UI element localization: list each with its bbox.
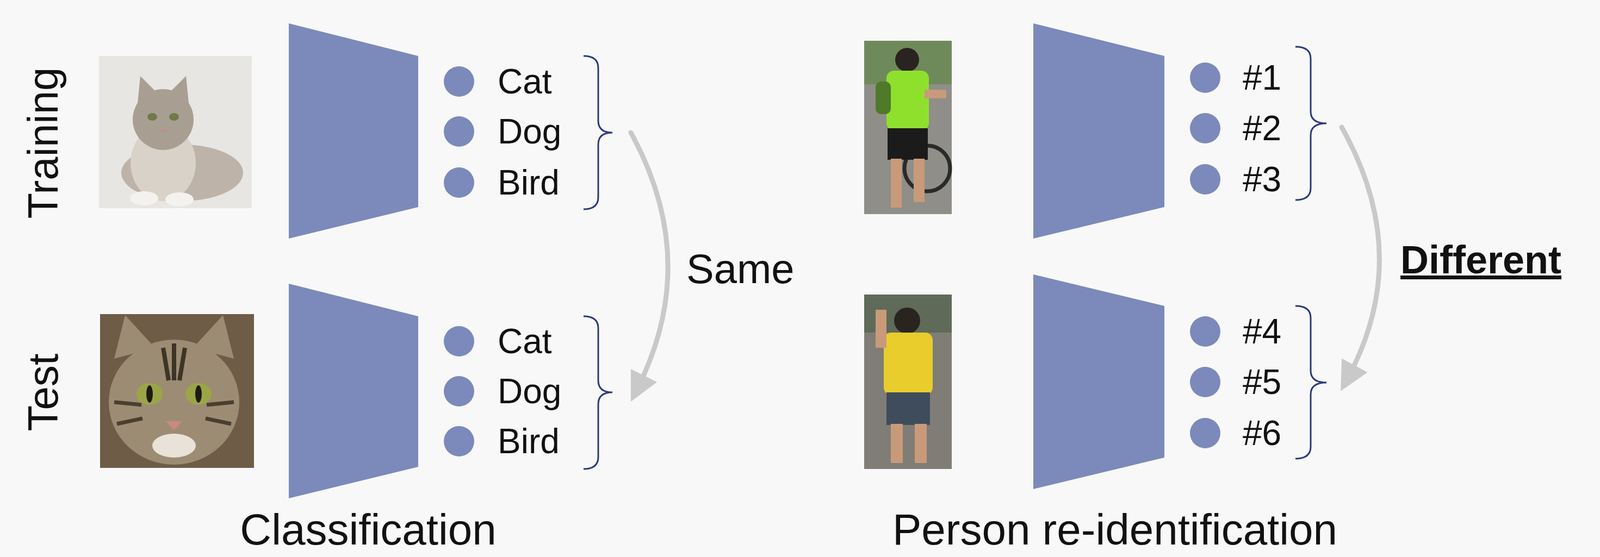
panel-caption: Classification	[239, 508, 496, 553]
class-label: Dog	[497, 374, 562, 409]
brace	[1295, 306, 1327, 460]
curved-arrow	[630, 132, 668, 389]
cat-photo	[100, 314, 254, 469]
output-dot	[1189, 316, 1221, 347]
output-dot	[1189, 418, 1221, 449]
output-dot	[443, 376, 475, 407]
person-photo	[864, 40, 952, 215]
brace	[583, 56, 613, 210]
output-dot	[1189, 164, 1221, 195]
class-label: Dog	[497, 114, 562, 150]
network-trapezoid	[1033, 274, 1165, 490]
brace	[583, 316, 613, 470]
relation-label: Same	[686, 248, 795, 290]
class-label: Bird	[497, 424, 560, 460]
output-dot	[443, 326, 475, 357]
curved-arrow	[1341, 127, 1380, 379]
identity-label: #6	[1242, 416, 1282, 451]
output-dot	[443, 167, 475, 198]
network-trapezoid	[288, 23, 419, 239]
cat-photo	[98, 56, 252, 209]
brace	[1295, 46, 1327, 201]
identity-label: #2	[1242, 110, 1282, 146]
identity-label: #4	[1242, 314, 1282, 350]
output-dot	[1189, 113, 1221, 144]
output-dot	[1189, 367, 1221, 398]
panel-caption: Person re-identification	[892, 508, 1338, 553]
identity-label: #3	[1242, 162, 1282, 197]
output-dot	[443, 66, 475, 97]
row-label: Test	[21, 353, 65, 432]
identity-label: #5	[1242, 364, 1282, 400]
output-dot	[443, 116, 475, 147]
relation-label: Different	[1400, 240, 1562, 280]
output-dot	[1189, 62, 1221, 93]
class-label: Cat	[497, 324, 553, 359]
person-photo	[864, 294, 952, 470]
network-trapezoid	[1033, 23, 1165, 239]
output-dot	[443, 426, 475, 457]
identity-label: #1	[1242, 60, 1282, 96]
row-label: Training	[21, 67, 65, 220]
class-label: Cat	[497, 64, 553, 99]
class-label: Bird	[497, 165, 560, 201]
network-trapezoid	[288, 283, 419, 499]
